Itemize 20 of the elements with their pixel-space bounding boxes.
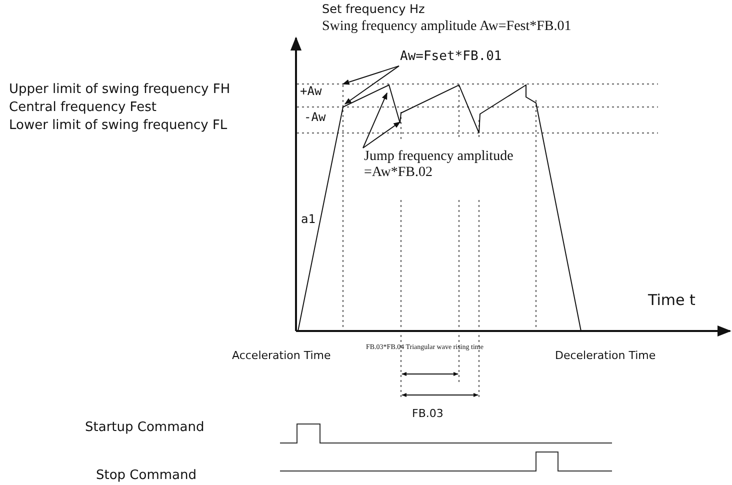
axis-title: Time t [648,292,696,310]
signal-label: Startup Command [85,421,204,436]
time-label: FB.03 [412,408,444,421]
signal-label: Stop Command [96,469,197,484]
leader-line [344,65,400,104]
leader-line [362,92,388,148]
level-label: -Aw [304,111,326,125]
level-label: Central frequency Fest [9,101,156,116]
leader-line [362,122,401,148]
leader-line [342,65,400,85]
formula-text: Jump frequency amplitude =Aw*FB.02 [364,149,514,182]
time-label: Acceleration Time [232,350,331,363]
level-label: Upper limit of swing frequency FH [9,83,230,98]
slope-label: a1 [301,213,316,227]
formula-text: Swing frequency amplitude Aw=Fest*FB.01 [322,19,572,36]
axis-title: Set frequency Hz [322,3,425,17]
level-label: Lower limit of swing frequency FL [9,119,228,134]
formula-text: Aw=Fset*FB.01 [400,50,502,65]
time-label: Deceleration Time [555,350,656,363]
level-label: +Aw [300,85,322,99]
